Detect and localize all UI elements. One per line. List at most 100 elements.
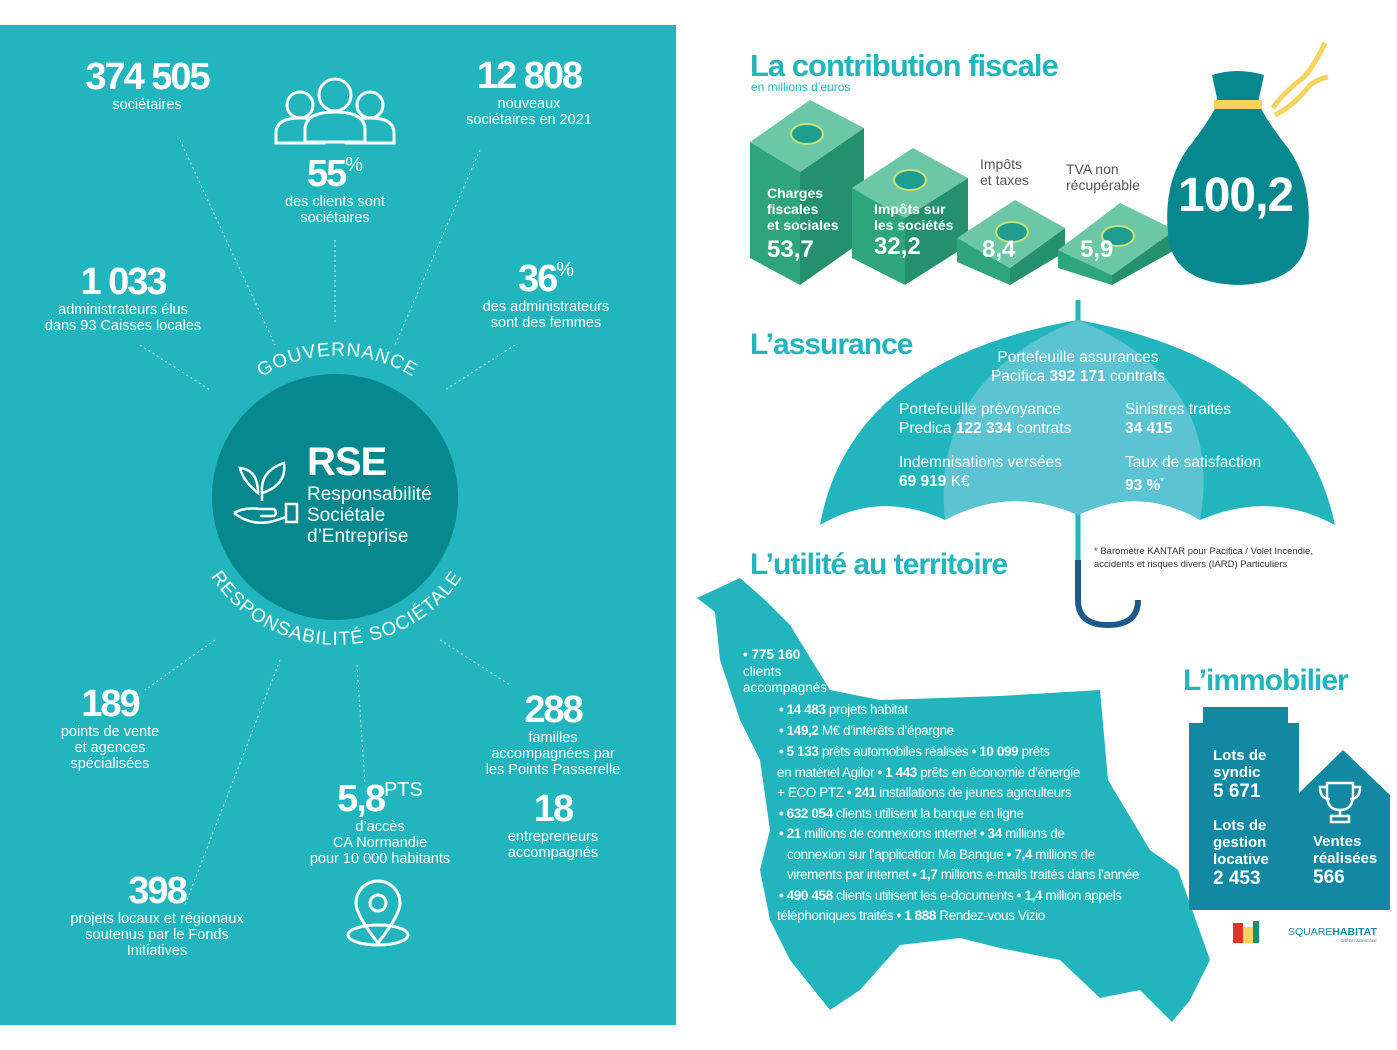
square-habitat-logo: SQUAREHABITAT CRÉDIT AGRICOLE [1288, 926, 1377, 943]
rse-subtitle: Responsabilité Sociétale d’Entreprise [307, 484, 432, 547]
territoire-text: prêts automobiles réalisés [818, 744, 972, 759]
stat-label: accompagnées par [491, 746, 615, 762]
stat-label: d’accès [355, 819, 405, 835]
gestion-label: locative [1213, 851, 1269, 868]
logo-text-a: SQUARE [1288, 926, 1333, 938]
gestion-label: gestion [1213, 834, 1267, 851]
stat-label: CA Normandie [332, 835, 428, 851]
fiscal-item-value: 32,2 [874, 233, 921, 260]
territoire-line: • 149,2 M€ d’intérêts d’épargne [779, 721, 954, 742]
stat-label: les Points Passerelle [485, 762, 621, 778]
fiscal-item-value: 8,4 [982, 236, 1016, 263]
indemn-value: 69 919 [899, 473, 947, 490]
money-stack-1 [750, 100, 864, 285]
hand-plant-icon [233, 461, 299, 524]
territoire-value: • 632 054 [779, 806, 833, 821]
territoire-value: • 1,7 [912, 867, 938, 882]
rse-title: RSE [307, 440, 387, 484]
territoire-text: connexion sur l’application Ma Banque [787, 847, 1007, 862]
territoire-text: clients utilisent la banque en ligne [832, 806, 1024, 821]
stat-label: spécialisées [70, 756, 150, 772]
rse-panel: GOUVERNANCE RESPONSABILITÉ SOCIÉTALE [0, 25, 676, 1025]
territoire-value: • 1 443 [877, 765, 917, 780]
territoire-line: en matériel Agilor • 1 443 prêts en écon… [777, 763, 1080, 784]
stat-label: sociétaires en 2021 [466, 112, 592, 128]
indemnisations: Indemnisations versées 69 919 K€ [899, 453, 1062, 491]
stat-value: 5,8 [337, 778, 386, 820]
satisf-label: Taux de satisfaction [1125, 454, 1262, 471]
territoire-text: projets habitat [825, 702, 908, 717]
territoire-line: virements par internet • 1,7 millions e-… [787, 865, 1139, 886]
rse-circle [212, 374, 458, 620]
prevoyance-value: 122 334 [955, 420, 1012, 437]
territoire-text: clients utilisent les e-documents [832, 888, 1017, 903]
territoire-value: • 14 483 [779, 702, 826, 717]
territoire-text: millions de [1001, 826, 1065, 841]
syndic-value: 5 671 [1213, 781, 1261, 802]
territoire-line: • 14 483 projets habitat [779, 700, 908, 721]
territoire-value: • 10 099 [971, 744, 1019, 759]
people-icon [274, 77, 396, 145]
portefeuille-pre: Pacifica [990, 368, 1050, 385]
territoire-text: installations de jeunes agriculteurs [875, 785, 1072, 800]
normandie-map [697, 578, 1210, 1022]
stat-suffix: % [556, 259, 575, 281]
assurance-title: L’assurance [750, 328, 913, 361]
syndic-label: syndic [1213, 764, 1261, 781]
satisf-value: 93 % [1125, 477, 1161, 495]
sinistres: Sinistres traités 34 415 [1125, 400, 1231, 438]
assurance-footnote: * Baromètre KANTAR pour Pacifica / Volet… [1094, 545, 1313, 571]
territoire-value: • 490 458 [779, 888, 833, 903]
territoire-text: prêts [1018, 744, 1050, 759]
money-stack-3 [957, 200, 1065, 285]
portefeuille-post: contrats [1105, 368, 1166, 385]
syndic-label: Lots de [1213, 747, 1267, 764]
territoire-text: en matériel Agilor [777, 765, 878, 780]
sinistres-label: Sinistres traités [1125, 401, 1231, 418]
stat-value: 374 505 [85, 56, 210, 98]
fiscal-item-value: 53,7 [767, 236, 814, 263]
stat-label: sont des femmes [490, 315, 602, 331]
stat-value: 18 [533, 788, 574, 830]
territoire-value: • 149,2 [779, 723, 819, 738]
territoire-line: téléphoniques traités • 1 888 Rendez-vou… [777, 906, 1045, 927]
money-stack-4 [1058, 203, 1175, 285]
fiscal-item-value: 5,9 [1080, 236, 1114, 263]
gestion-label: Lots de [1213, 817, 1267, 834]
fiscal-label-line: Impôts sur [874, 201, 946, 217]
stat-label: administrateurs élus [58, 302, 188, 318]
portefeuille-prevoyance: Portefeuille prévoyance Predica 122 334 … [899, 400, 1071, 438]
fiscal-title: La contribution fiscale [750, 48, 1059, 83]
stat-label: entrepreneurs [507, 829, 599, 845]
stat-value: 398 [128, 870, 187, 912]
fiscal-label-line: et sociales [767, 217, 839, 233]
stat-value: 36 [517, 258, 558, 300]
lots-syndic: Lots de syndic 5 671 [1213, 747, 1267, 802]
prevoyance-post: contrats [1011, 420, 1072, 437]
rse-subtitle-line: Responsabilité [307, 484, 432, 505]
territoire-text: M€ d’intérêts d’épargne [818, 723, 954, 738]
territoire-value: • 21 [779, 826, 801, 841]
stat-label: dans 93 Caisses locales [44, 318, 202, 334]
territoire-line: + ECO PTZ • 241 installations de jeunes … [777, 783, 1072, 804]
prevoyance-pre: Predica [899, 420, 956, 437]
stat-label: Initiatives [126, 943, 188, 959]
clients-accompagnes: • 775 160 clients accompagnés [743, 647, 827, 697]
stat-label: pour 10 000 habitants [309, 851, 451, 867]
stat-value: 189 [81, 683, 140, 725]
territoire-line: • 632 054 clients utilisent la banque en… [779, 804, 1024, 825]
fiscal-label-line: Impôts [980, 156, 1023, 172]
territoire-line: connexion sur l’application Ma Banque • … [787, 845, 1095, 866]
immobilier-title: L’immobilier [1183, 664, 1349, 697]
fiscal-total: 100,2 [1178, 169, 1294, 222]
territoire-text: millions de [1031, 847, 1095, 862]
portefeuille-label: Portefeuille assurances [997, 349, 1159, 366]
